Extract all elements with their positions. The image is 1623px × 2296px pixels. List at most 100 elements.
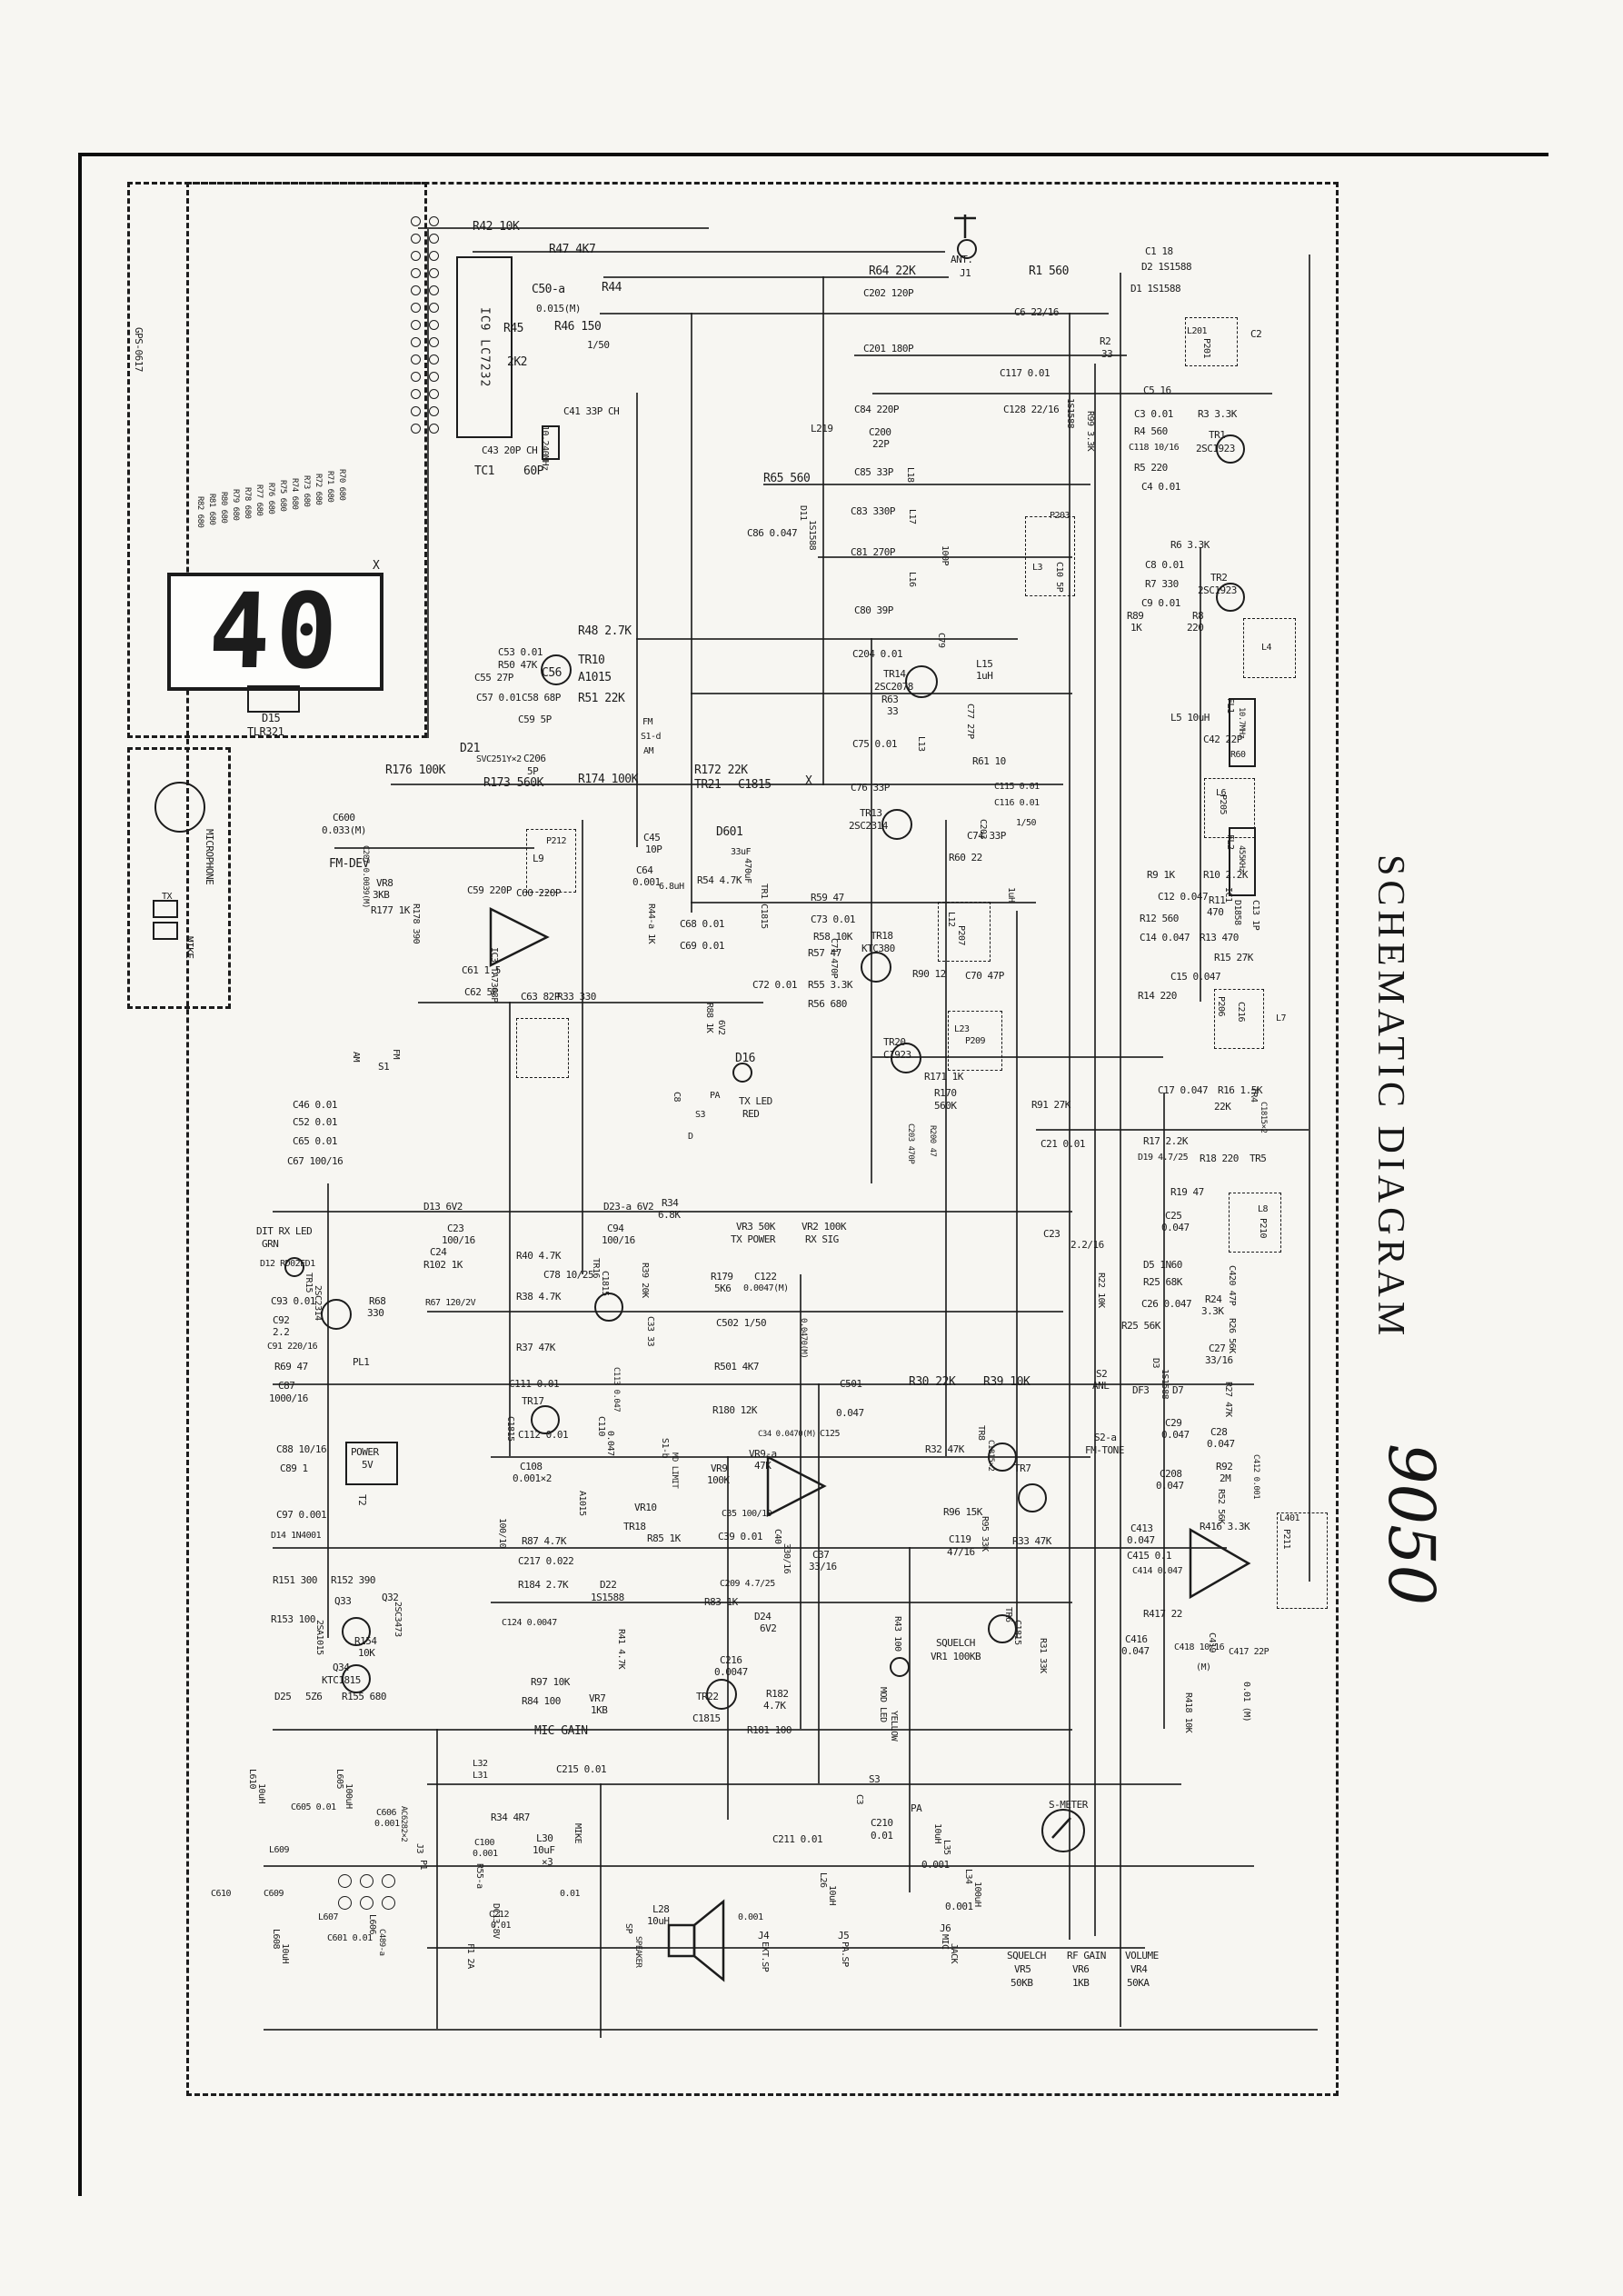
component-label: C14 0.047 — [1140, 932, 1190, 943]
component-label: 60P — [523, 464, 543, 478]
component-label: C1815 — [738, 778, 772, 792]
component-label: 1KB — [1072, 1977, 1090, 1989]
component-label: R184 2.7K — [518, 1579, 569, 1591]
component-label: 6.8uH — [659, 882, 684, 892]
coil-can-box — [948, 1011, 1002, 1071]
ic9-pin-dot — [411, 216, 421, 226]
component-label: 0.047 — [605, 1431, 615, 1456]
component-label: C5 16 — [1143, 384, 1171, 396]
component-label: 100/10 — [497, 1518, 507, 1549]
microphone-label: MICROPHONE — [204, 829, 215, 885]
component-label: L5 10uH — [1170, 712, 1210, 724]
component-label: R418 10K — [1183, 1692, 1193, 1733]
component-label: R37 47K — [516, 1342, 555, 1353]
component-label: C110 — [596, 1416, 606, 1437]
ic9-pin-dot — [429, 354, 439, 364]
component-label: 0.001 — [632, 876, 661, 888]
component-label: R90 12 — [912, 968, 946, 980]
connector-pin-dot — [382, 1874, 395, 1888]
component-label: C203 470P — [906, 1123, 915, 1164]
component-label: C418 10/16 — [1174, 1642, 1225, 1652]
component-label: A1015 — [577, 1491, 587, 1516]
component-label: R60 22 — [949, 852, 982, 863]
component-label: C12 0.047 — [1158, 891, 1209, 903]
component-label: R172 22K — [694, 764, 748, 777]
component-label: VR6 — [1072, 1963, 1090, 1975]
component-label: C601 0.01 — [327, 1933, 373, 1943]
component-label: 10uH — [280, 1943, 290, 1964]
component-label: C85 33P — [854, 466, 893, 478]
component-label: R171 1K — [924, 1071, 963, 1083]
component-label: TR15 — [304, 1273, 314, 1293]
resistor-bank-label: R73 680 — [302, 475, 311, 507]
component-label: 0.047 — [1121, 1645, 1150, 1657]
component-label: C39 0.01 — [718, 1531, 762, 1542]
component-label: L605 — [334, 1769, 344, 1790]
component-label: C217 0.022 — [518, 1555, 574, 1567]
coil-can-box — [1214, 989, 1264, 1049]
component-label: C419 — [1207, 1632, 1217, 1653]
component-label: C3 0.01 — [1134, 408, 1173, 420]
component-box — [153, 922, 178, 940]
component-label: D1 1S1588 — [1130, 283, 1181, 294]
component-label: C25 — [1165, 1210, 1182, 1222]
coil-can-box — [526, 829, 576, 893]
component-label: P207 — [956, 925, 966, 946]
component-label: AM — [351, 1052, 361, 1063]
component-label: 33uF — [731, 847, 752, 857]
component-label: R7 330 — [1145, 578, 1179, 590]
component-label: 10uH — [932, 1823, 942, 1844]
component-label: S2 — [1096, 1368, 1108, 1380]
component-label: R416 3.3K — [1200, 1521, 1250, 1532]
component-label: 2SA1015 — [314, 1620, 324, 1655]
component-label: 100uH — [972, 1882, 982, 1907]
component-label: R47 4K7 — [549, 243, 596, 256]
coil-can-box — [1229, 1193, 1281, 1253]
wire-v — [909, 1547, 911, 1892]
component-box — [1229, 827, 1256, 896]
component-label: C208 — [1160, 1468, 1182, 1480]
component-label: R55-a — [474, 1863, 484, 1889]
ic9-pin-dot — [429, 372, 439, 382]
resistor-bank-label: R80 680 — [219, 492, 228, 524]
component-label: C73 0.01 — [811, 913, 855, 925]
component-label: R88 1K — [704, 1003, 714, 1033]
component-label: P201 — [1201, 338, 1211, 359]
display-designator: D15 — [262, 712, 281, 724]
component-label: 33/16 — [809, 1561, 837, 1572]
ic9-pin-dot — [429, 389, 439, 399]
component-label: C501 — [840, 1378, 862, 1390]
device-circle — [594, 1293, 623, 1322]
component-label: R33 330 — [557, 991, 596, 1003]
component-label: S3 — [869, 1773, 881, 1785]
component-label: R179 — [711, 1271, 733, 1283]
component-label: C606 — [376, 1808, 397, 1818]
ic9-pin-dot — [429, 337, 439, 347]
component-label: 1uH — [1006, 887, 1016, 903]
component-box — [542, 425, 560, 460]
model-number: 9050 — [1374, 1443, 1449, 1606]
component-label: R44-a 1K — [646, 903, 656, 944]
component-label: R96 15K — [943, 1506, 982, 1518]
component-label: C68 0.01 — [680, 918, 724, 930]
component-label: 2SC3473 — [393, 1602, 403, 1637]
component-label: C210 — [871, 1817, 893, 1829]
component-label: C59 220P — [467, 884, 512, 896]
component-label: R44 — [602, 281, 622, 294]
wire-v — [636, 393, 638, 847]
component-label: 4.7K — [763, 1700, 786, 1712]
device-circle — [706, 1679, 737, 1710]
component-label: C122 — [754, 1271, 777, 1283]
coil-can-box — [1185, 317, 1238, 366]
component-label: 1000/16 — [269, 1393, 308, 1404]
component-label: 1S1588 — [591, 1592, 624, 1603]
component-label: 1/50 — [1016, 818, 1037, 828]
ic9-pin-dot — [411, 303, 421, 313]
component-label: C216 — [1236, 1002, 1246, 1023]
component-label: C83 330P — [851, 505, 895, 517]
component-label: R176 100K — [385, 764, 445, 777]
component-label: L3 — [1032, 563, 1043, 573]
component-label: C600 — [333, 812, 355, 824]
component-label: R42 10K — [473, 220, 520, 234]
